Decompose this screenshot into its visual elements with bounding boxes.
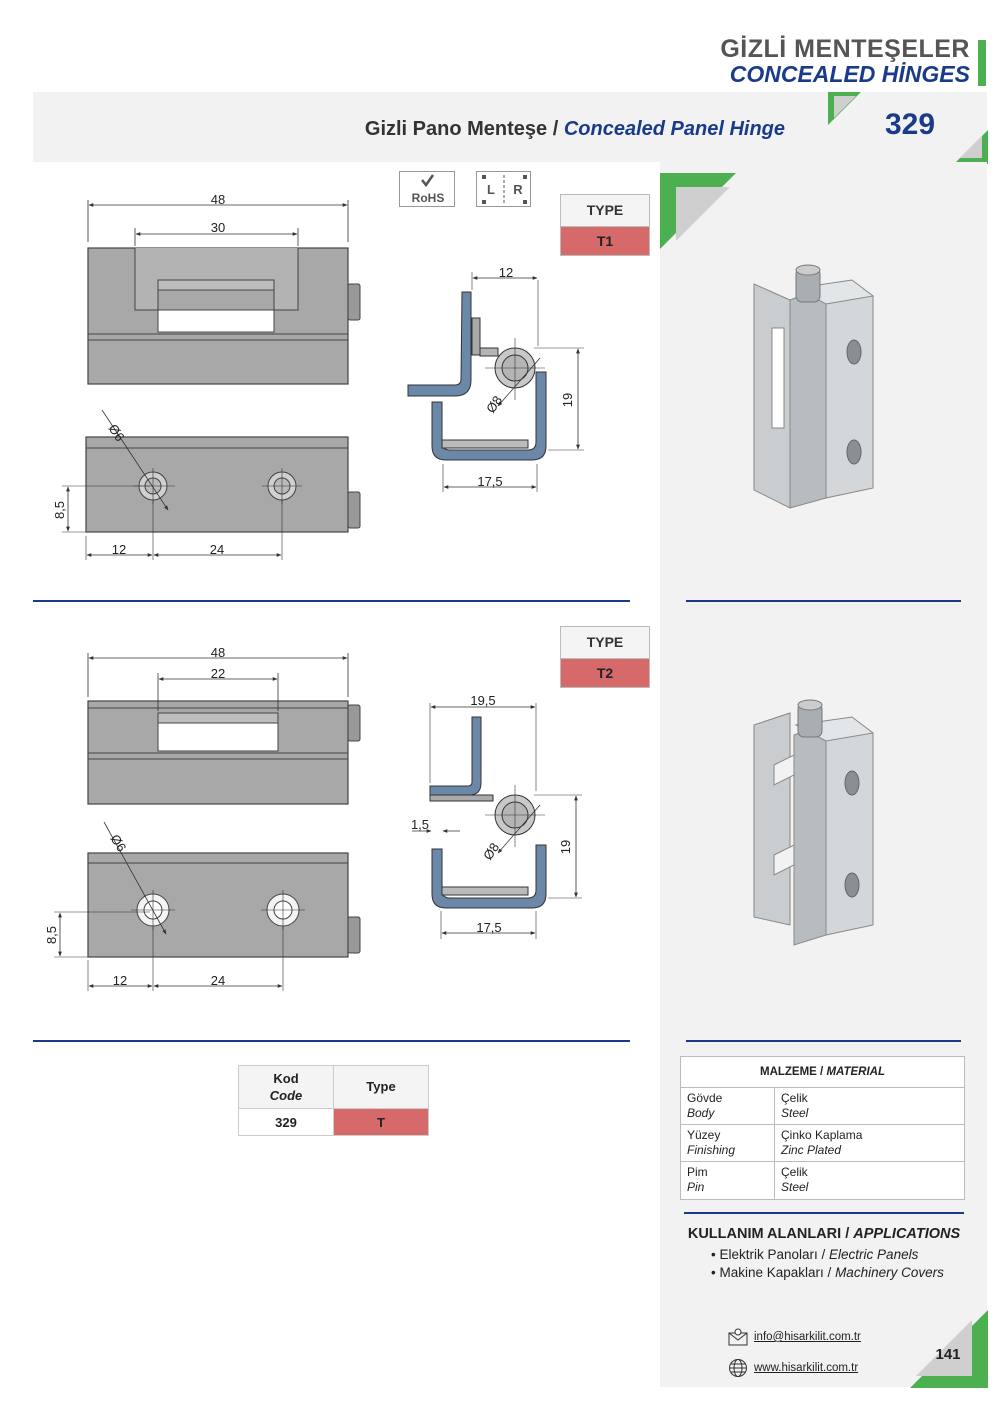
svg-text:Ø8: Ø8 — [480, 840, 502, 863]
code-value: 329 — [239, 1109, 334, 1135]
t1-front-view: Ø6 8,5 12 24 — [52, 409, 361, 560]
svg-text:22: 22 — [211, 666, 225, 681]
type-value: T1 — [561, 226, 649, 255]
svg-text:12: 12 — [113, 973, 127, 988]
product-render-t2 — [753, 699, 875, 946]
website-link[interactable]: www.hisarkilit.com.tr — [728, 1358, 858, 1378]
corner-triangle-panel — [660, 173, 736, 249]
section-divider — [686, 600, 961, 602]
header-accent-bar — [978, 40, 986, 86]
section-title-tr: GİZLİ MENTEŞELER — [720, 35, 970, 63]
kod-header: Kod Code — [239, 1066, 334, 1108]
svg-text:8,5: 8,5 — [52, 501, 67, 519]
technical-drawing-t1: 48 30 Ø6 8,5 12 24 — [52, 192, 584, 560]
envelope-icon — [728, 1328, 748, 1346]
svg-text:48: 48 — [211, 192, 225, 207]
material-header: MALZEME / MATERIAL — [681, 1057, 964, 1088]
t2-profile-view: 19,5 1,5 19 Ø8 17,5 — [411, 693, 582, 939]
applications-section: KULLANIM ALANLARI / APPLICATIONS • Elekt… — [684, 1212, 964, 1282]
svg-text:19,5: 19,5 — [470, 693, 495, 708]
corner-triangle-footer — [910, 1310, 988, 1388]
product-render-t1 — [753, 264, 875, 509]
t2-top-view: 48 22 — [87, 645, 361, 805]
svg-text:RoHS: RoHS — [412, 191, 445, 205]
list-item: • Makine Kapakları / Machinery Covers — [711, 1265, 944, 1280]
svg-text:R: R — [513, 182, 523, 197]
t1-top-view: 48 30 — [87, 192, 361, 385]
section-divider — [33, 600, 630, 602]
svg-text:1,5: 1,5 — [411, 817, 429, 832]
type-header: TYPE — [561, 195, 649, 226]
type-value: T — [334, 1109, 428, 1135]
product-code: 329 — [884, 108, 936, 141]
svg-text:30: 30 — [211, 220, 225, 235]
svg-text:Ø8: Ø8 — [483, 393, 505, 416]
globe-icon — [729, 1359, 747, 1377]
list-item: • Elektrik Panoları / Electric Panels — [711, 1247, 919, 1262]
t1-profile-view: 12 19 Ø8 17,5 — [407, 265, 584, 492]
left-right-icon: L R — [482, 175, 527, 205]
type-header: TYPE — [561, 627, 649, 658]
svg-text:19: 19 — [560, 393, 575, 407]
section-divider — [33, 1040, 630, 1042]
left-right-badge: L R — [476, 171, 531, 207]
svg-text:8,5: 8,5 — [44, 926, 59, 944]
order-code-table: Kod Code Type 329 T — [238, 1065, 429, 1136]
rohs-badge: RoHS — [399, 171, 455, 207]
svg-text:24: 24 — [211, 973, 225, 988]
svg-text:24: 24 — [210, 542, 224, 557]
email-link[interactable]: info@hisarkilit.com.tr — [728, 1328, 861, 1346]
catalog-section-title: GİZLİ MENTEŞELER CONCEALED HİNGES — [720, 35, 970, 88]
rohs-check-icon: RoHS — [412, 174, 445, 205]
svg-text:12: 12 — [499, 265, 513, 280]
type-table-t2: TYPE T2 — [560, 626, 650, 688]
section-divider — [686, 1040, 961, 1042]
technical-drawing-t2: 48 22 Ø6 8,5 12 24 — [44, 645, 582, 991]
corner-triangles-header — [828, 92, 988, 164]
type-header: Type — [334, 1066, 428, 1108]
svg-text:12: 12 — [112, 542, 126, 557]
svg-text:17,5: 17,5 — [476, 920, 501, 935]
product-title: Gizli Pano Menteşe / Concealed Panel Hin… — [364, 118, 785, 140]
svg-text:19: 19 — [558, 840, 573, 854]
type-table-t1: TYPE T1 — [560, 194, 650, 256]
applications-list: • Elektrik Panoları / Electric Panels • … — [684, 1246, 964, 1282]
t2-front-view: Ø6 8,5 12 24 — [44, 821, 361, 991]
svg-text:Ø6: Ø6 — [107, 832, 129, 855]
type-value: T2 — [561, 658, 649, 687]
page-number: 141 — [935, 1346, 961, 1363]
svg-text:48: 48 — [211, 645, 225, 660]
applications-title: KULLANIM ALANLARI / APPLICATIONS — [687, 1226, 961, 1242]
svg-text:L: L — [487, 182, 495, 197]
section-title-en: CONCEALED HİNGES — [729, 61, 970, 88]
svg-text:17,5: 17,5 — [477, 474, 502, 489]
